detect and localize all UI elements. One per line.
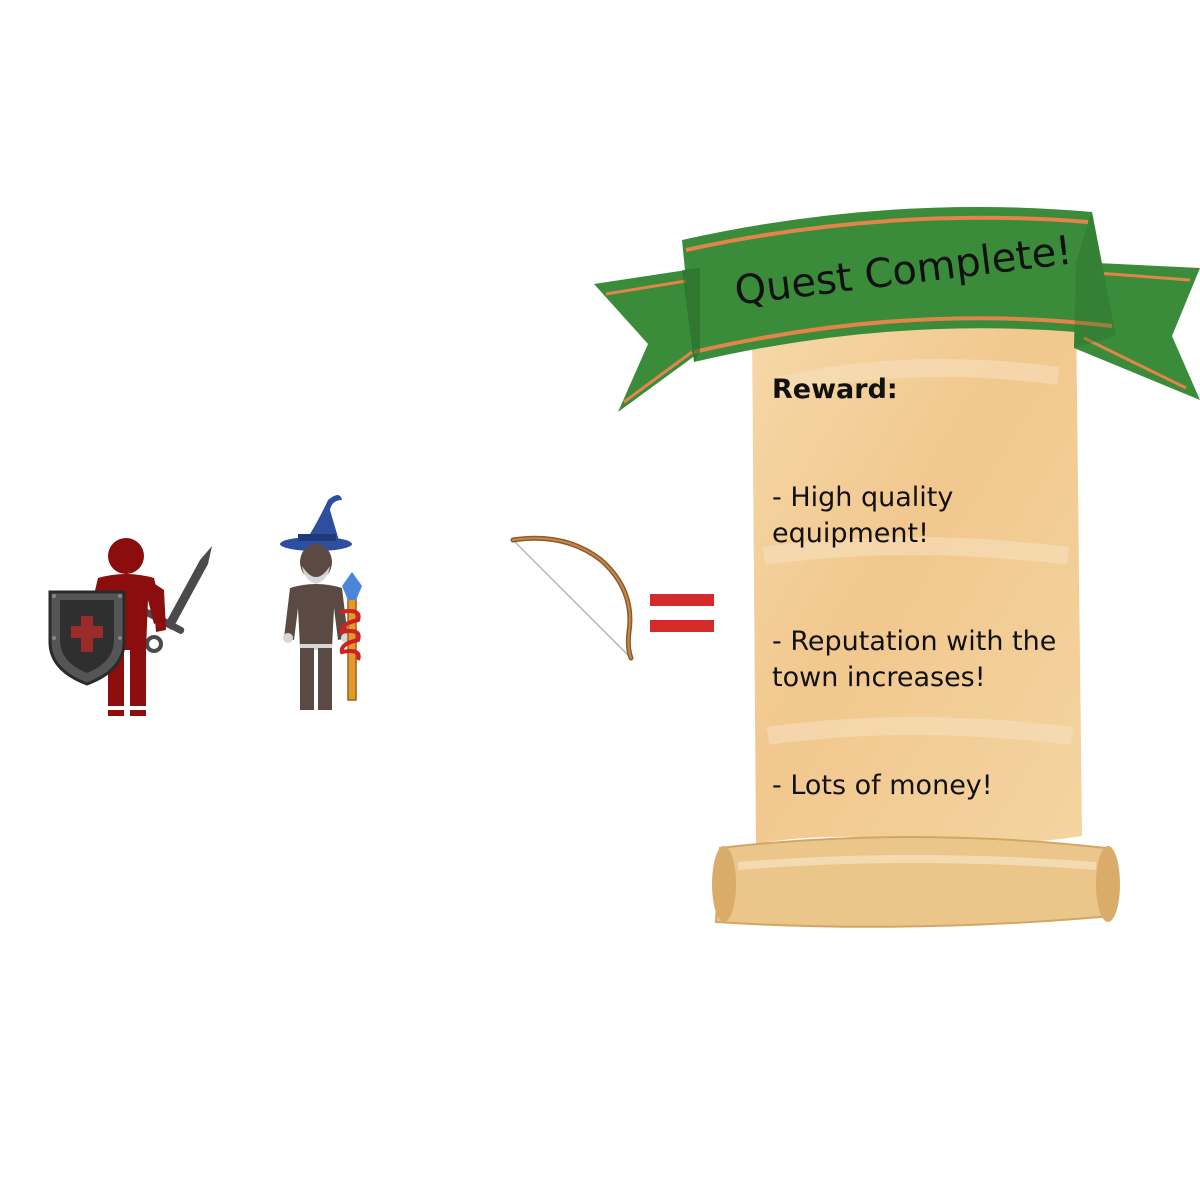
magic-staff-icon	[339, 572, 362, 701]
wizard-hat-icon	[280, 495, 352, 551]
reward-item: - Reputation with the town increases!	[772, 626, 1057, 693]
reward-heading: Reward:	[772, 374, 898, 405]
equals-sign-icon	[648, 592, 716, 636]
reward-scroll: Quest Complete!	[588, 176, 1200, 936]
reward-item: - Lots of money!	[772, 770, 993, 801]
wizard-with-staff-icon	[270, 488, 390, 718]
parchment-icon	[712, 309, 1120, 928]
reward-list: - High quality equipment! - Reputation w…	[772, 480, 1102, 804]
quest-banner-icon: Quest Complete!	[594, 206, 1200, 412]
reward-panel: Reward: - High quality equipment! - Repu…	[772, 372, 1102, 804]
bow-icon	[505, 530, 640, 665]
reward-item: - High quality equipment!	[772, 482, 954, 549]
knight-with-shield-and-sword-icon	[40, 530, 230, 730]
shield-icon	[48, 590, 126, 686]
